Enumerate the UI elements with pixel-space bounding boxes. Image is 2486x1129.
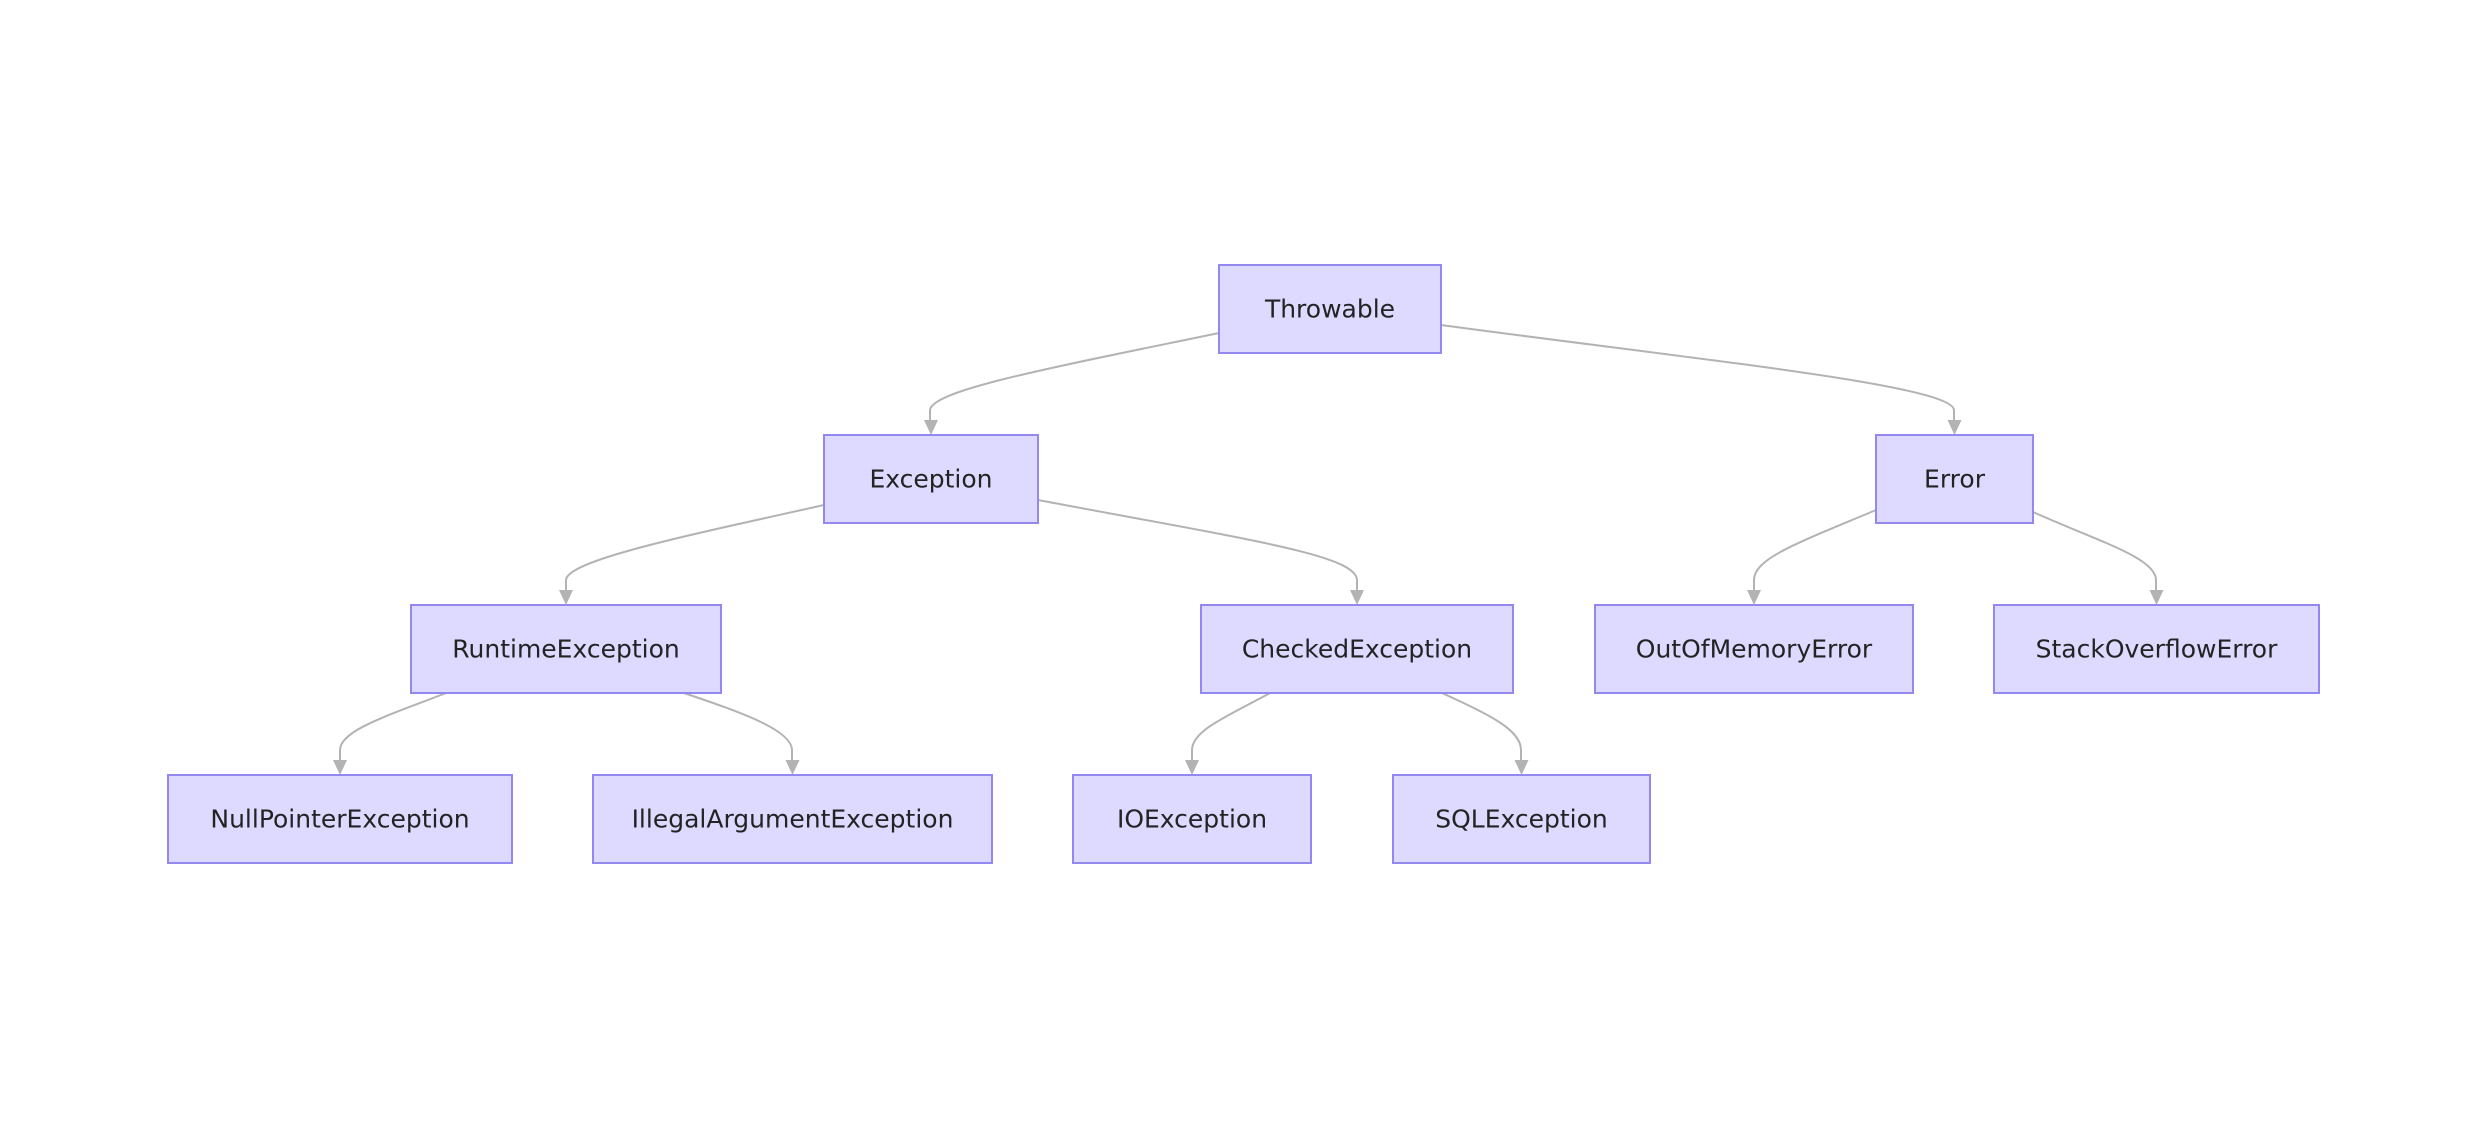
node-box bbox=[1875, 434, 2034, 524]
node-soe: StackOverflowError bbox=[1993, 604, 2320, 694]
edge-checked-to-ioe bbox=[1185, 692, 1271, 775]
node-box bbox=[410, 604, 722, 694]
node-label: IOException bbox=[1117, 805, 1267, 834]
edge-line bbox=[1753, 509, 1877, 591]
node-label: Exception bbox=[869, 465, 992, 494]
node-box bbox=[1072, 774, 1312, 864]
node-label: SQLException bbox=[1435, 805, 1608, 834]
edge-line bbox=[1441, 692, 1522, 761]
arrowhead-icon bbox=[1350, 590, 1364, 605]
node-runtime: RuntimeException bbox=[410, 604, 722, 694]
arrowhead-icon bbox=[1947, 420, 1962, 435]
node-oom: OutOfMemoryError bbox=[1594, 604, 1914, 694]
edge-exception-to-checked bbox=[1037, 499, 1364, 605]
node-box bbox=[592, 774, 993, 864]
node-box bbox=[1200, 604, 1514, 694]
edges-layer bbox=[333, 324, 2164, 775]
edge-runtime-to-iae bbox=[683, 692, 800, 775]
arrowhead-icon bbox=[1185, 760, 1199, 775]
node-exception: Exception bbox=[823, 434, 1039, 524]
edge-runtime-to-npe bbox=[333, 692, 447, 775]
edge-line bbox=[683, 692, 793, 761]
node-sqle: SQLException bbox=[1392, 774, 1651, 864]
edge-line bbox=[565, 504, 825, 591]
edge-line bbox=[929, 332, 1220, 421]
arrowhead-icon bbox=[2149, 590, 2164, 605]
arrowhead-icon bbox=[1747, 590, 1761, 605]
node-checked: CheckedException bbox=[1200, 604, 1514, 694]
arrowhead-icon bbox=[333, 760, 347, 775]
node-label: NullPointerException bbox=[210, 805, 469, 834]
node-label: Error bbox=[1924, 465, 1986, 494]
node-ioe: IOException bbox=[1072, 774, 1312, 864]
edge-throwable-to-error bbox=[1440, 324, 1962, 435]
edge-line bbox=[1037, 499, 1358, 591]
node-error: Error bbox=[1875, 434, 2034, 524]
node-label: CheckedException bbox=[1242, 635, 1472, 664]
edge-line bbox=[339, 692, 447, 761]
edge-exception-to-runtime bbox=[559, 504, 825, 605]
node-label: Throwable bbox=[1264, 295, 1395, 324]
edge-checked-to-sqle bbox=[1441, 692, 1529, 775]
node-box bbox=[1594, 604, 1914, 694]
node-box bbox=[1392, 774, 1651, 864]
arrowhead-icon bbox=[785, 760, 800, 775]
node-label: OutOfMemoryError bbox=[1636, 635, 1873, 664]
edge-throwable-to-exception bbox=[924, 332, 1220, 435]
node-label: IllegalArgumentException bbox=[632, 805, 954, 834]
arrowhead-icon bbox=[559, 590, 573, 605]
node-iae: IllegalArgumentException bbox=[592, 774, 993, 864]
node-label: StackOverflowError bbox=[2036, 635, 2278, 664]
node-label: RuntimeException bbox=[452, 635, 679, 664]
node-box bbox=[823, 434, 1039, 524]
edge-line bbox=[2032, 511, 2157, 591]
node-throwable: Throwable bbox=[1218, 264, 1442, 354]
edge-line bbox=[1191, 692, 1271, 761]
node-box bbox=[167, 774, 513, 864]
node-box bbox=[1993, 604, 2320, 694]
edge-error-to-soe bbox=[2032, 511, 2164, 605]
node-box bbox=[1218, 264, 1442, 354]
arrowhead-icon bbox=[1514, 760, 1529, 775]
edge-error-to-oom bbox=[1747, 509, 1877, 605]
edge-line bbox=[1440, 324, 1955, 421]
arrowhead-icon bbox=[924, 420, 938, 435]
node-npe: NullPointerException bbox=[167, 774, 513, 864]
